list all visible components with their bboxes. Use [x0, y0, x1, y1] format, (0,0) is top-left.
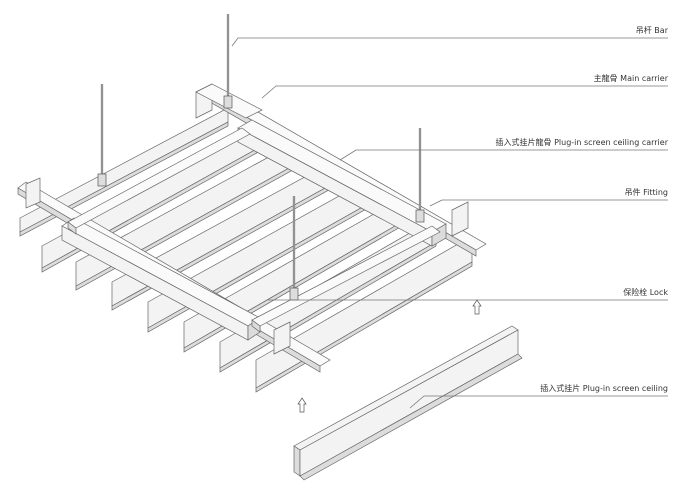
label-plugin-ceiling: 插入式挂片 Plug-in screen ceiling [540, 383, 668, 393]
hanger-rod [415, 128, 425, 223]
labels: 吊杆 Bar 主龍骨 Main carrier 插入式挂片龍骨 Plug-in … [496, 25, 669, 393]
main-carrier-cross [251, 225, 441, 333]
up-arrow-icon [297, 397, 307, 413]
main-carriers [25, 83, 469, 355]
label-plugin-carrier: 插入式挂片龍骨 Plug-in screen ceiling carrier [496, 137, 669, 147]
hanger-bars [97, 14, 425, 301]
plugin-screen-ceiling-detail [293, 325, 523, 481]
leader-fitting [429, 199, 668, 207]
hanger-rod [289, 196, 299, 301]
blade [19, 107, 229, 237]
main-carrier [237, 119, 447, 247]
label-main-carrier: 主龍骨 Main carrier [594, 73, 669, 83]
hanger-rod [97, 84, 107, 187]
leader-main-carrier [261, 85, 668, 99]
carrier-end-cap [451, 201, 469, 237]
leader-plugin-ceiling [409, 395, 668, 409]
carrier-end-cap [25, 177, 41, 209]
carrier-end-cap [273, 321, 291, 355]
leader-lines [231, 37, 668, 409]
hanger-rod [223, 14, 233, 109]
leader-plugin-carrier [339, 149, 668, 161]
label-lock: 保险栓 Lock [623, 287, 668, 297]
label-bar: 吊杆 Bar [636, 25, 669, 35]
main-carrier-cross [67, 127, 251, 235]
leader-bar [231, 37, 668, 47]
label-fitting: 吊件 Fitting [625, 187, 668, 197]
up-arrow-icon [472, 299, 482, 315]
